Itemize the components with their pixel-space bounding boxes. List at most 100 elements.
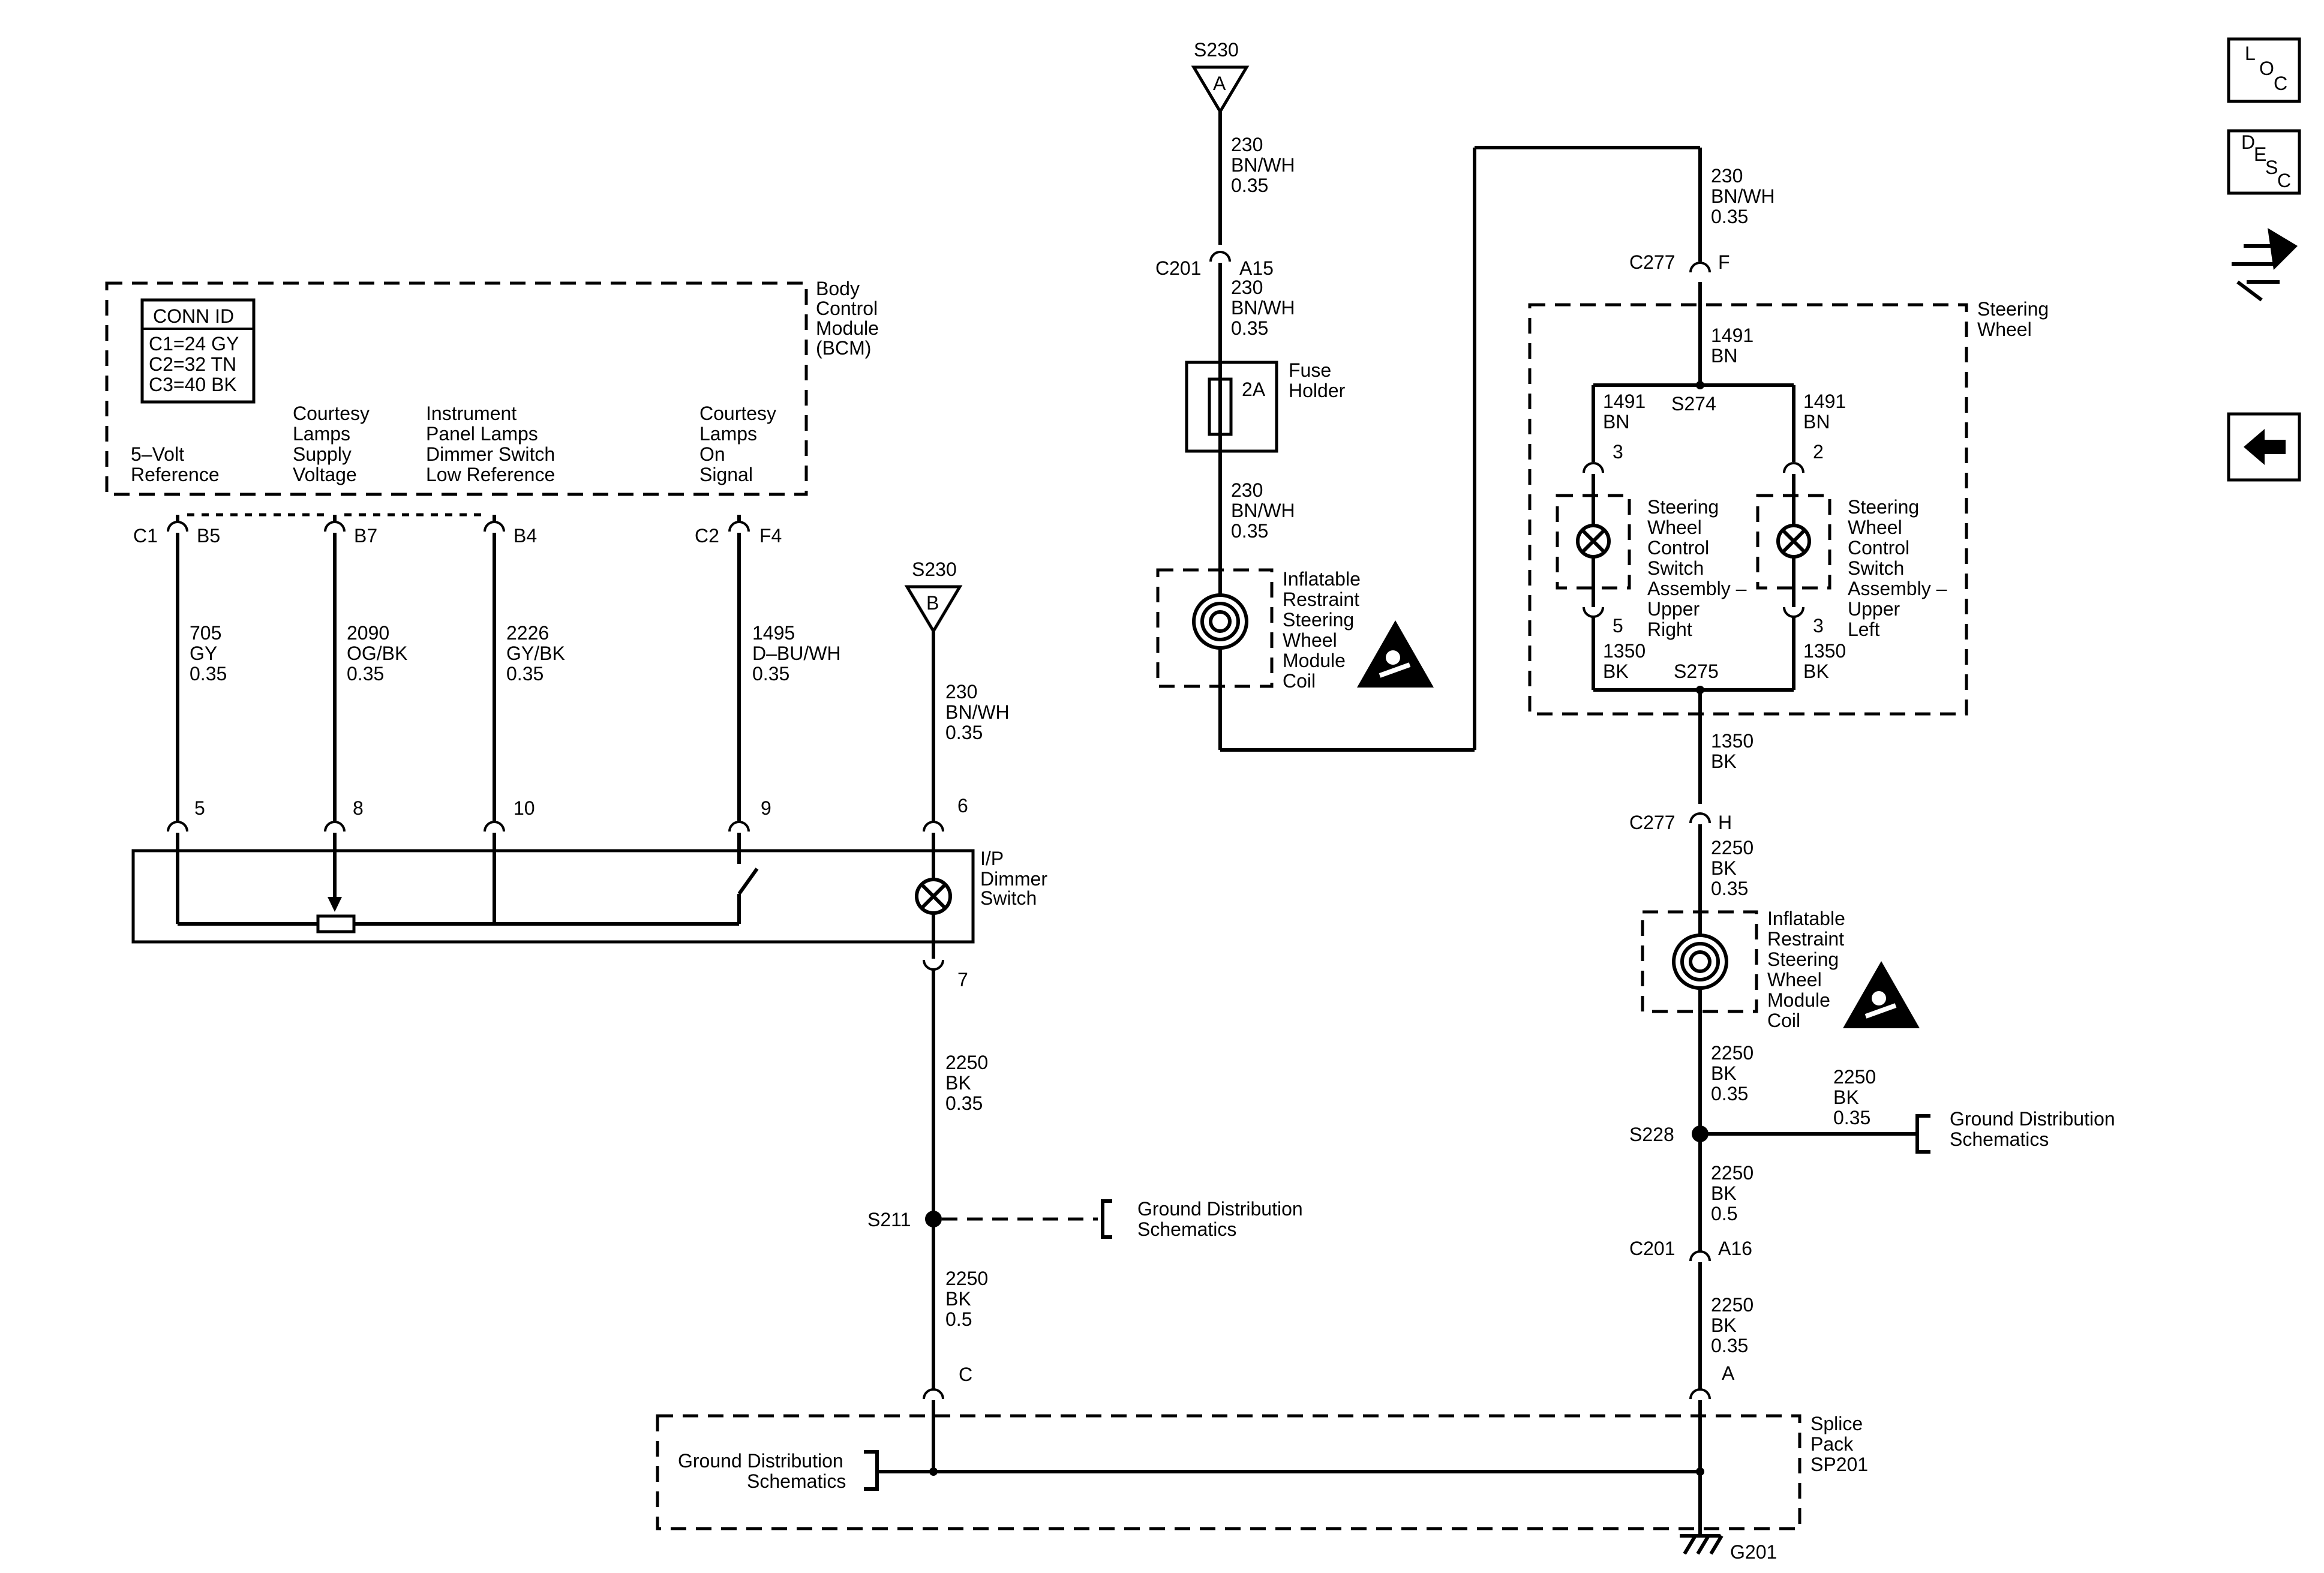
svg-text:0.35: 0.35	[752, 663, 789, 685]
svg-text:BK: BK	[1711, 751, 1737, 772]
lower-steering-ground-path: 1350 BK C277 H 2250 BK 0.35	[1629, 690, 1753, 912]
svg-text:8: 8	[353, 797, 364, 819]
svg-text:Panel Lamps: Panel Lamps	[426, 423, 538, 445]
svg-text:Upper: Upper	[1848, 598, 1900, 620]
svg-text:0.5: 0.5	[1711, 1203, 1737, 1224]
svg-text:B: B	[926, 592, 939, 614]
svg-text:Holder: Holder	[1289, 380, 1346, 401]
svg-text:0.35: 0.35	[1711, 1335, 1748, 1356]
s230-b-splice: S230 B 230 BN/WH 0.35	[904, 559, 1010, 823]
svg-text:0.35: 0.35	[1231, 317, 1268, 339]
svg-text:0.35: 0.35	[945, 1092, 983, 1114]
svg-text:3: 3	[1613, 441, 1623, 463]
svg-text:230: 230	[1711, 165, 1743, 187]
svg-text:C277: C277	[1629, 251, 1676, 273]
svg-text:CONN ID: CONN ID	[153, 305, 234, 327]
back-arrow-button[interactable]	[2227, 412, 2301, 482]
switch-lamp-icon	[1576, 524, 1611, 559]
svg-text:C3=40 BK: C3=40 BK	[149, 374, 237, 395]
svg-text:G201: G201	[1730, 1541, 1777, 1563]
svg-text:B7: B7	[354, 525, 377, 547]
svg-text:Right: Right	[1647, 619, 1692, 640]
svg-text:230: 230	[945, 681, 977, 703]
svg-text:C: C	[2274, 73, 2287, 94]
svg-text:0.35: 0.35	[1711, 206, 1748, 227]
svg-text:2250: 2250	[1711, 1042, 1753, 1064]
svg-text:A: A	[1213, 73, 1226, 94]
svg-text:S230: S230	[1194, 39, 1239, 61]
svg-text:230: 230	[1231, 479, 1263, 501]
steering-switch-upper-right: 3 5 Steering Wheel Control Switch Assemb…	[1556, 441, 1747, 640]
dimmer-connector-pins: 5 8 10 9 6 7	[167, 795, 968, 990]
svg-text:Steering: Steering	[1283, 609, 1354, 631]
svg-text:230: 230	[1231, 134, 1263, 155]
svg-text:GY/BK: GY/BK	[506, 643, 565, 664]
svg-text:Reference: Reference	[131, 464, 220, 485]
svg-text:Instrument: Instrument	[426, 403, 517, 424]
svg-text:Ground Distribution: Ground Distribution	[678, 1450, 843, 1472]
svg-text:Voltage: Voltage	[293, 464, 357, 485]
svg-text:Module: Module	[1283, 650, 1346, 671]
svg-text:0.35: 0.35	[506, 663, 544, 685]
svg-text:Coil: Coil	[1283, 670, 1316, 692]
svg-text:D–BU/WH: D–BU/WH	[752, 643, 841, 664]
svg-text:F: F	[1718, 251, 1730, 273]
svg-text:Switch: Switch	[980, 887, 1037, 909]
svg-text:1491: 1491	[1711, 325, 1753, 346]
loop-wire: 230 BN/WH 0.35 C277 F	[1220, 146, 1775, 752]
svg-text:Ground Distribution: Ground Distribution	[1137, 1198, 1303, 1220]
svg-text:10: 10	[514, 797, 535, 819]
loc-button[interactable]: L O C	[2227, 37, 2301, 103]
svg-text:2: 2	[1813, 441, 1824, 463]
svg-text:S230: S230	[912, 559, 957, 580]
svg-text:Low Reference: Low Reference	[426, 464, 555, 485]
svg-text:BN/WH: BN/WH	[1231, 297, 1295, 319]
svg-text:BK: BK	[945, 1288, 971, 1310]
bcm-to-dimmer-wires: 705 GY 0.35 2090 OG/BK 0.35 2226 GY/BK 0…	[176, 533, 841, 821]
ip-dimmer-switch: 5 8 10 9 6 7 I/P Dimmer Switch	[131, 795, 1047, 990]
svg-text:BK: BK	[945, 1072, 971, 1094]
svg-text:Control: Control	[1848, 537, 1909, 559]
svg-text:BN: BN	[1803, 411, 1830, 433]
svg-text:2250: 2250	[1833, 1066, 1876, 1088]
svg-text:BK: BK	[1803, 661, 1829, 682]
desc-button[interactable]: D E S C	[2227, 129, 2301, 195]
coil-spiral-icon	[1192, 593, 1248, 650]
svg-text:Body: Body	[816, 278, 860, 299]
svg-text:Dimmer Switch: Dimmer Switch	[426, 443, 555, 465]
svg-text:BK: BK	[1711, 1182, 1737, 1204]
svg-text:2250: 2250	[945, 1052, 988, 1073]
svg-text:A15: A15	[1239, 257, 1274, 279]
svg-text:Switch: Switch	[1647, 557, 1704, 579]
svg-text:3: 3	[1813, 615, 1824, 637]
svg-text:705: 705	[190, 622, 221, 644]
svg-text:6: 6	[957, 795, 968, 816]
svg-text:Lamps: Lamps	[293, 423, 350, 445]
ground-g201: G201	[1680, 1534, 1777, 1563]
svg-text:Switch: Switch	[1848, 557, 1904, 579]
svg-text:9: 9	[761, 797, 771, 819]
svg-text:0.35: 0.35	[1231, 175, 1268, 196]
svg-text:OG/BK: OG/BK	[347, 643, 407, 664]
svg-text:(BCM): (BCM)	[816, 337, 871, 359]
svg-text:0.35: 0.35	[190, 663, 227, 685]
svg-text:BK: BK	[1711, 1062, 1737, 1084]
dimmer-ground-path: 2250 BK 0.35 S211 Ground Distribution Sc…	[867, 968, 1303, 1400]
svg-text:A16: A16	[1718, 1238, 1752, 1259]
connector-tools-icon[interactable]	[2232, 228, 2298, 302]
svg-text:Control: Control	[1647, 537, 1709, 559]
svg-text:A: A	[1722, 1362, 1735, 1384]
svg-text:I/P: I/P	[980, 848, 1004, 869]
switch-lamp-icon	[1776, 524, 1811, 559]
svg-text:Steering: Steering	[1767, 948, 1839, 970]
svg-text:0.35: 0.35	[945, 722, 983, 743]
svg-text:Assembly –: Assembly –	[1848, 578, 1947, 599]
svg-text:1491: 1491	[1603, 391, 1646, 412]
svg-text:Wheel: Wheel	[1848, 517, 1902, 538]
svg-text:C2=32 TN: C2=32 TN	[149, 353, 236, 375]
svg-text:C: C	[959, 1364, 972, 1385]
s211-splice	[925, 1211, 942, 1227]
svg-text:C1: C1	[133, 525, 158, 547]
svg-text:2226: 2226	[506, 622, 549, 644]
